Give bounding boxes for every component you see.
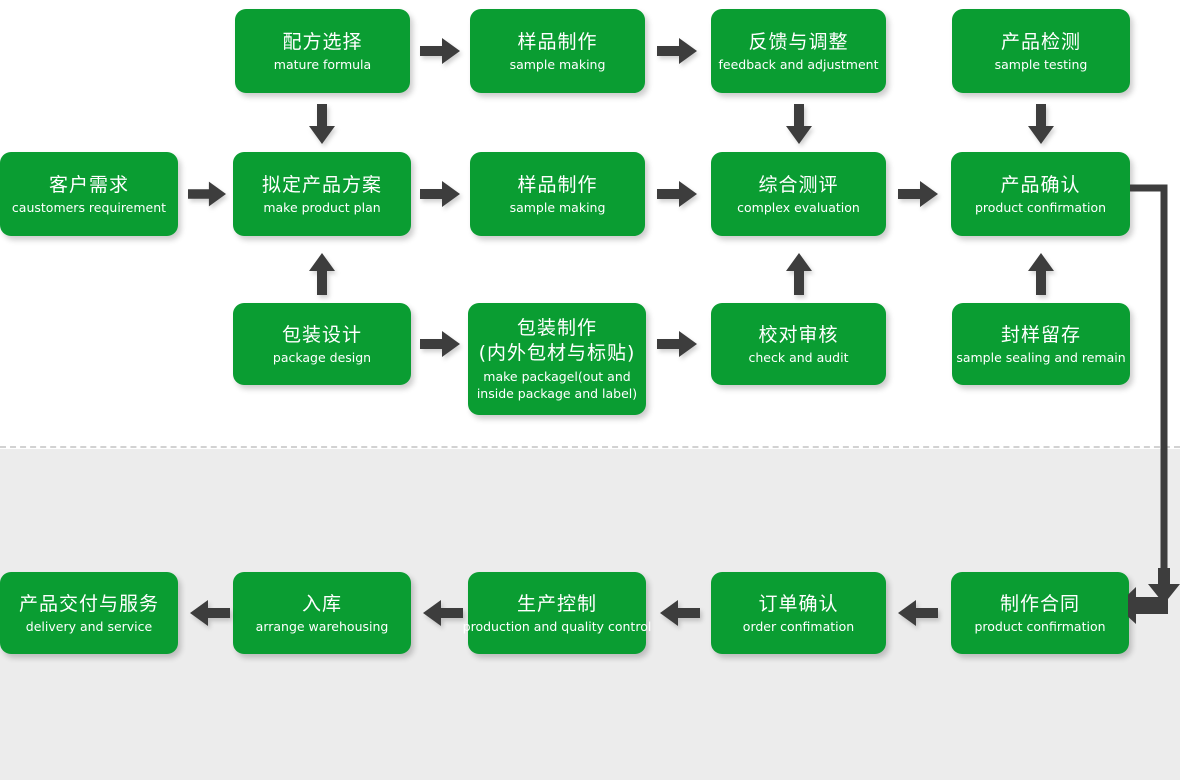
node-subtitle: arrange warehousing [255, 618, 389, 634]
arrow-left-icon [190, 598, 230, 628]
arrow-down-icon [784, 104, 814, 144]
node-title: 样品制作 [517, 173, 598, 196]
node-production-control[interactable]: 生产控制 production and quality control [463, 572, 651, 654]
arrow-left-icon [660, 598, 700, 628]
node-subtitle: make packagel(out and inside package and… [476, 369, 638, 401]
arrow-down-icon [307, 104, 337, 144]
node-title-second-line: (内外包材与标贴) [478, 342, 636, 364]
node-subtitle: mature formula [273, 56, 372, 72]
node-title: 制作合同 [999, 592, 1080, 615]
node-product-confirmation[interactable]: 产品确认 product confirmation [951, 152, 1130, 236]
node-sample-making-mid[interactable]: 样品制作 sample making [470, 152, 645, 236]
node-subtitle: sample making [509, 199, 606, 215]
node-formula-selection[interactable]: 配方选择 mature formula [235, 9, 410, 93]
node-subtitle: order confimation [742, 618, 855, 634]
arrow-down-icon [1026, 104, 1056, 144]
node-title: 反馈与调整 [748, 30, 849, 53]
node-title: 入库 [301, 592, 342, 615]
node-title: 包装设计 [281, 323, 362, 346]
node-subtitle: sample sealing and remain [956, 349, 1126, 365]
node-subtitle: complex evaluation [737, 199, 860, 215]
node-check-audit[interactable]: 校对审核 check and audit [711, 303, 886, 385]
node-complex-evaluation[interactable]: 综合测评 complex evaluation [711, 152, 886, 236]
node-title: 生产控制 [516, 592, 597, 615]
arrow-up-icon [784, 253, 814, 295]
node-product-testing[interactable]: 产品检测 sample testing [952, 9, 1130, 93]
node-title: 客户需求 [48, 173, 129, 196]
node-subtitle: delivery and service [25, 618, 153, 634]
node-subtitle: make product plan [263, 199, 381, 215]
node-title: 封样留存 [1000, 323, 1081, 346]
node-subtitle: sample testing [994, 56, 1088, 72]
arrow-right-icon [420, 36, 460, 66]
node-subtitle: product confirmation [974, 199, 1107, 215]
arrow-right-icon [420, 329, 460, 359]
node-make-product-plan[interactable]: 拟定产品方案 make product plan [233, 152, 411, 236]
node-subtitle: sample making [509, 56, 606, 72]
node-title: 样品制作 [517, 30, 598, 53]
elbow-connector-confirmation-to-contract [1128, 160, 1180, 630]
section-divider [0, 446, 1180, 448]
node-subtitle: check and audit [748, 349, 849, 365]
arrow-right-icon [898, 179, 938, 209]
node-title: 综合测评 [758, 173, 839, 196]
node-subtitle: feedback and adjustment [718, 56, 879, 72]
arrow-up-icon [307, 253, 337, 295]
node-make-contract[interactable]: 制作合同 product confirmation [951, 572, 1129, 654]
arrow-up-icon [1026, 253, 1056, 295]
node-subtitle: product confirmation [974, 618, 1106, 634]
node-subtitle: caustomers requirement [11, 199, 167, 215]
node-sample-sealing[interactable]: 封样留存 sample sealing and remain [952, 303, 1130, 385]
arrow-right-icon [657, 179, 697, 209]
arrow-right-icon [420, 179, 460, 209]
node-delivery-service[interactable]: 产品交付与服务 delivery and service [0, 572, 178, 654]
node-feedback-adjustment[interactable]: 反馈与调整 feedback and adjustment [711, 9, 886, 93]
node-title: 产品检测 [1000, 30, 1081, 53]
node-warehousing[interactable]: 入库 arrange warehousing [233, 572, 411, 654]
node-sample-making-top[interactable]: 样品制作 sample making [470, 9, 645, 93]
arrow-right-icon [657, 329, 697, 359]
node-subtitle: production and quality control [462, 618, 652, 634]
node-title: 包装制作 [516, 317, 597, 339]
node-package-making[interactable]: 包装制作 (内外包材与标贴) make packagel(out and ins… [468, 303, 646, 415]
arrow-left-icon [423, 598, 463, 628]
arrow-left-icon [898, 598, 938, 628]
arrow-right-icon [188, 179, 226, 209]
node-package-design[interactable]: 包装设计 package design [233, 303, 411, 385]
node-subtitle: package design [272, 349, 372, 365]
node-title: 订单确认 [758, 592, 839, 615]
node-title: 配方选择 [282, 30, 363, 53]
node-title: 产品确认 [1000, 173, 1081, 196]
node-title: 产品交付与服务 [18, 592, 159, 615]
arrow-right-icon [657, 36, 697, 66]
node-order-confirmation[interactable]: 订单确认 order confimation [711, 572, 886, 654]
node-title: 拟定产品方案 [261, 173, 382, 196]
node-title: 校对审核 [758, 323, 839, 346]
node-customer-requirement[interactable]: 客户需求 caustomers requirement [0, 152, 178, 236]
